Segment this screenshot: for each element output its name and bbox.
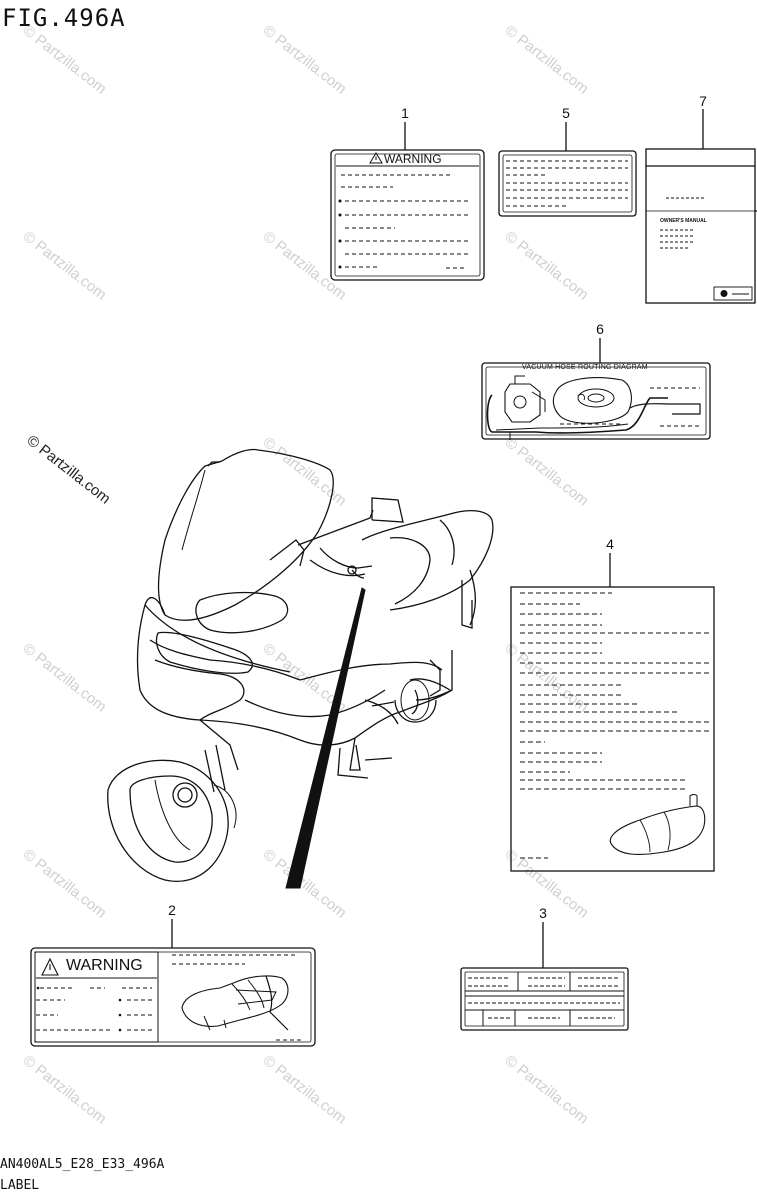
callout-3: 3 <box>539 905 547 921</box>
callout-5: 5 <box>562 105 570 121</box>
warning-label-heading-large: WARNING <box>66 957 143 974</box>
label-1-warning-small <box>330 122 485 281</box>
scooter-illustration <box>107 448 494 882</box>
callout-2: 2 <box>168 902 176 918</box>
label-2-warning-large <box>30 919 316 1047</box>
callout-7: 7 <box>699 93 707 109</box>
callout-1: 1 <box>401 105 409 121</box>
label-5 <box>498 122 637 217</box>
figure-subtitle: LABEL <box>0 1178 40 1193</box>
figure-code: AN400AL5_E28_E33_496A <box>0 1157 165 1172</box>
vacuum-diagram-heading: VACUUM HOSE ROUTING DIAGRAM <box>522 364 648 371</box>
owners-manual-heading: OWNER'S MANUAL <box>660 218 707 224</box>
callout-6: 6 <box>596 321 604 337</box>
label-7-owners-manual <box>645 109 757 304</box>
label-4 <box>510 553 715 872</box>
label-3 <box>460 922 629 1031</box>
label-6-vacuum-hose <box>481 338 711 440</box>
warning-label-heading: WARNING <box>384 152 442 166</box>
figure-title: FIG.496A <box>2 4 126 32</box>
callout-4: 4 <box>606 536 614 552</box>
